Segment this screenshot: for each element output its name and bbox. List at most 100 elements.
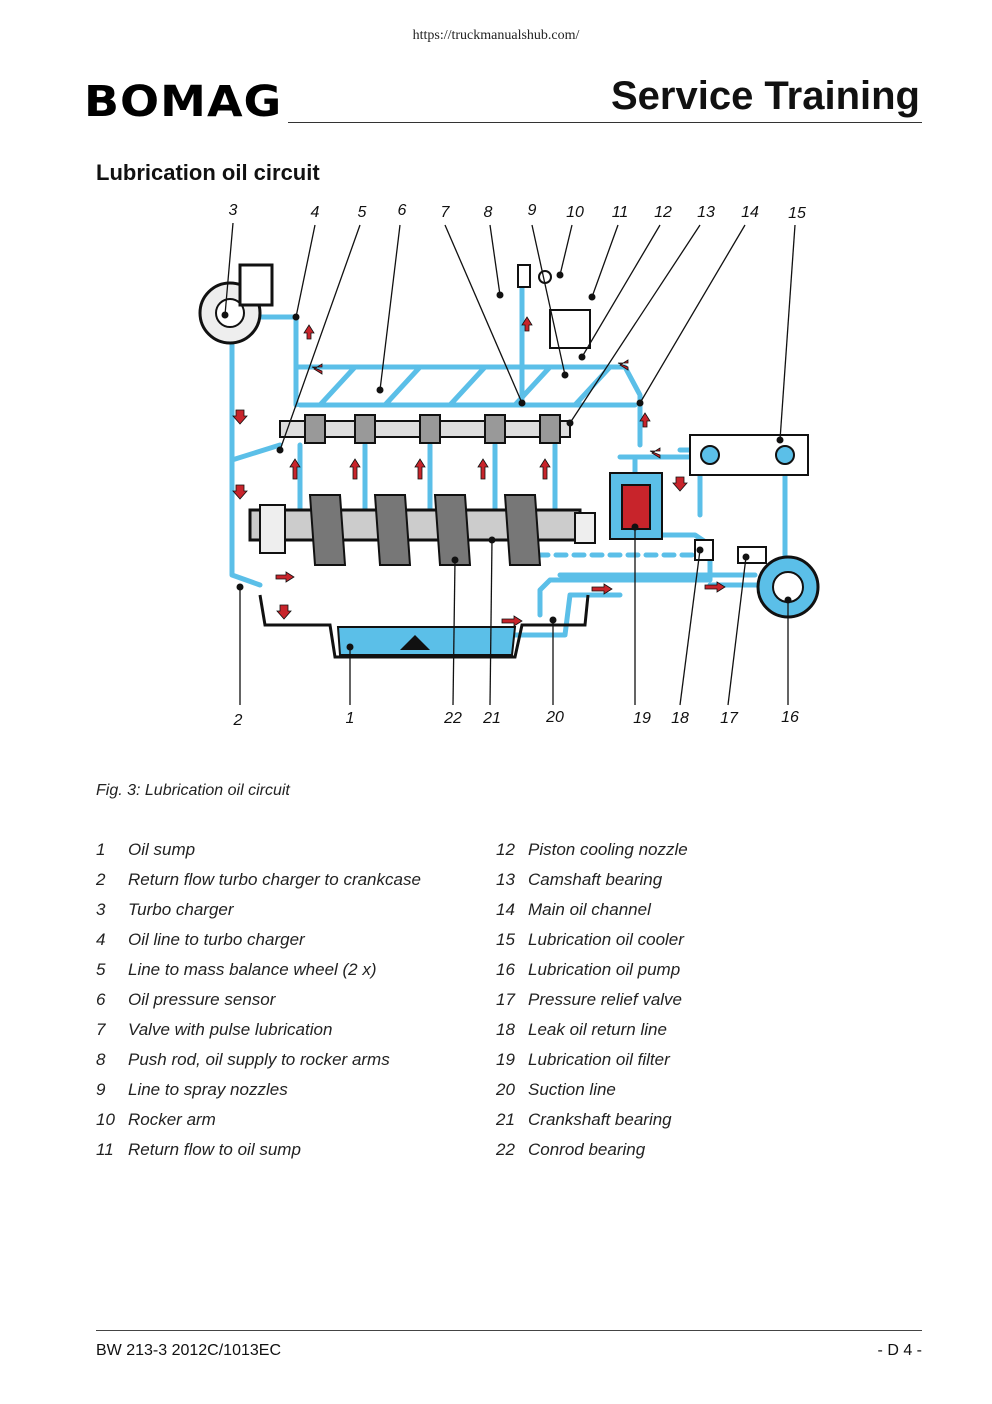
legend-number: 17	[496, 990, 515, 1009]
callout-11: 11	[612, 204, 629, 221]
callout-18: 18	[671, 710, 689, 727]
callout-12: 12	[654, 204, 672, 221]
legend-item: 21 Crankshaft bearing	[496, 1110, 688, 1140]
legend-text: Main oil channel	[528, 900, 651, 919]
legend-number: 4	[96, 930, 106, 949]
legend-number: 19	[496, 1050, 515, 1069]
callout-6: 6	[398, 202, 407, 219]
callout-15: 15	[788, 205, 806, 222]
legend-number: 20	[496, 1080, 515, 1099]
legend-item: 18 Leak oil return line	[496, 1020, 688, 1050]
legend-number: 2	[96, 870, 106, 889]
oil-sump	[258, 594, 590, 659]
legend-item: 1 Oil sump	[96, 840, 421, 870]
turbo-charger	[198, 263, 274, 345]
leader-lines	[224, 222, 796, 706]
legend-number: 16	[496, 960, 515, 979]
callout-10: 10	[566, 204, 584, 221]
legend-text: Lubrication oil filter	[528, 1050, 670, 1069]
flow-arrows	[232, 316, 726, 627]
callout-numbers: 3 4 5 6 7 8 9 10 11 12 13 14 15 2 1 22 2…	[229, 202, 806, 729]
legend-item: 5 Line to mass balance wheel (2 x)	[96, 960, 421, 990]
legend-text: Oil pressure sensor	[128, 990, 276, 1009]
legend-item: 17 Pressure relief valve	[496, 990, 688, 1020]
callout-14: 14	[741, 204, 759, 221]
legend-text: Push rod, oil supply to rocker arms	[128, 1050, 390, 1069]
legend-number: 1	[96, 840, 106, 859]
source-url[interactable]: https://truckmanualshub.com/	[412, 28, 580, 43]
callout-13: 13	[697, 204, 715, 221]
legend-item: 7 Valve with pulse lubrication	[96, 1020, 421, 1050]
header-divider	[288, 122, 922, 123]
legend-item: 19 Lubrication oil filter	[496, 1050, 688, 1080]
legend-left-column: 1 Oil sump 2 Return flow turbo charger to …	[96, 840, 421, 1170]
legend-number: 9	[96, 1080, 106, 1099]
camshaft	[279, 414, 571, 444]
lubrication-diagram: 3 4 5 6 7 8 9 10 11 12 13 14 15 2 1 22 2…	[198, 202, 820, 729]
legend-text: Valve with pulse lubrication	[128, 1020, 333, 1039]
legend-text: Return flow turbo charger to crankcase	[128, 870, 421, 889]
footer-divider	[96, 1330, 922, 1331]
legend-number: 13	[496, 870, 515, 889]
legend-item: 14 Main oil channel	[496, 900, 688, 930]
oil-cooler	[689, 434, 809, 476]
legend-number: 5	[96, 960, 106, 979]
legend-text: Oil line to turbo charger	[128, 930, 305, 949]
footer-page-number: - D 4 -	[877, 1342, 922, 1359]
legend-text: Piston cooling nozzle	[528, 840, 688, 859]
legend-text: Crankshaft bearing	[528, 1110, 672, 1129]
callout-2: 2	[233, 712, 243, 729]
callout-20: 20	[545, 709, 564, 726]
section-title: Lubrication oil circuit	[96, 160, 320, 185]
callout-5: 5	[358, 204, 367, 221]
legend-number: 21	[496, 1110, 515, 1129]
legend-text: Pressure relief valve	[528, 990, 683, 1009]
callout-4: 4	[311, 204, 320, 221]
legend-item: 8 Push rod, oil supply to rocker arms	[96, 1050, 421, 1080]
crankshaft	[248, 494, 596, 566]
callout-17: 17	[720, 710, 739, 727]
callout-9: 9	[528, 202, 537, 219]
legend-text: Rocker arm	[128, 1110, 216, 1129]
legend-text: Camshaft bearing	[528, 870, 663, 889]
legend-number: 6	[96, 990, 106, 1009]
legend-number: 3	[96, 900, 106, 919]
legend-text: Line to mass balance wheel (2 x)	[128, 960, 377, 979]
legend-text: Oil sump	[128, 840, 196, 859]
figure-caption: Fig. 3: Lubrication oil circuit	[96, 782, 290, 799]
callout-1: 1	[346, 710, 355, 727]
legend-text: Leak oil return line	[528, 1020, 667, 1039]
callout-21: 21	[482, 710, 501, 727]
legend-item: 16 Lubrication oil pump	[496, 960, 688, 990]
leader-dots	[221, 271, 792, 651]
legend-number: 11	[96, 1140, 114, 1159]
footer-model: BW 213-3 2012C/1013EC	[96, 1342, 281, 1359]
legend-number: 18	[496, 1020, 515, 1039]
legend-text: Lubrication oil cooler	[528, 930, 684, 949]
legend-item: 22 Conrod bearing	[496, 1140, 688, 1170]
legend-number: 7	[96, 1020, 106, 1039]
legend-item: 11 Return flow to oil sump	[96, 1140, 421, 1170]
legend-number: 8	[96, 1050, 106, 1069]
legend-text: Lubrication oil pump	[528, 960, 681, 979]
legend-text: Conrod bearing	[528, 1140, 646, 1159]
bomag-logo: BOMAG	[84, 76, 283, 126]
callout-7: 7	[441, 204, 451, 221]
legend-item: 10 Rocker arm	[96, 1110, 421, 1140]
relief-valve	[737, 546, 767, 564]
legend-number: 22	[496, 1140, 515, 1159]
callout-3: 3	[229, 202, 238, 219]
legend-text: Return flow to oil sump	[128, 1140, 301, 1159]
legend-number: 14	[496, 900, 515, 919]
legend-text: Turbo charger	[128, 900, 234, 919]
legend-number: 10	[96, 1110, 115, 1129]
callout-22: 22	[443, 710, 462, 727]
legend-item: 2 Return flow turbo charger to crankcase	[96, 870, 421, 900]
callout-8: 8	[484, 204, 493, 221]
callout-19: 19	[633, 710, 651, 727]
oil-filter	[609, 472, 663, 540]
